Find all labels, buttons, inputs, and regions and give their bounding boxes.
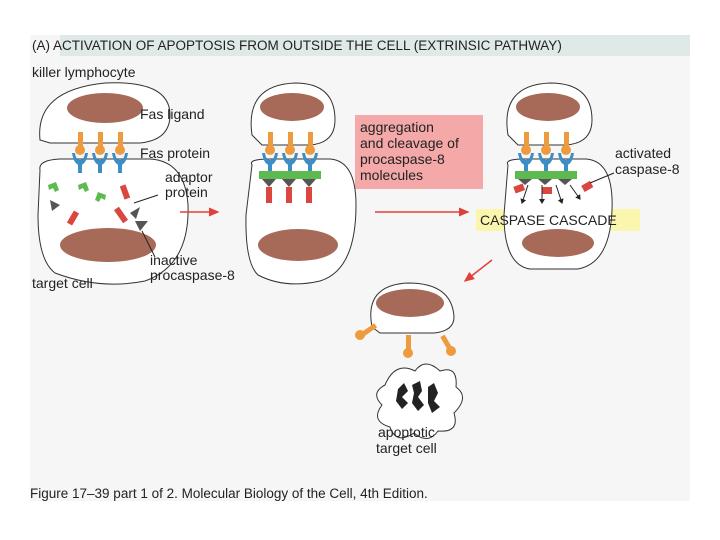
label-fas-protein: Fas protein [140,145,211,161]
fas-ligands-stage-1 [75,132,125,155]
label-apoptotic-target-cell: target cell [376,440,437,456]
label-protein: protein [165,184,208,200]
fas-proteins-stage-1 [72,153,128,173]
stage-1 [37,82,189,285]
label-killer-lymphocyte: killer lymphocyte [32,64,136,80]
label-fas-ligand: Fas ligand [140,106,205,122]
title-band [60,35,690,56]
arrow-stage-3-to-4 [463,259,493,282]
figure-caption: Figure 17–39 part 1 of 2. Molecular Biol… [30,486,428,501]
label-caspase-cascade: CASPASE CASCADE [480,212,617,228]
label-inactive: inactive [150,252,198,268]
activated-caspase-pointer [589,172,615,184]
label-target-cell: target cell [32,275,93,291]
diagram-artwork [37,82,615,439]
adaptor-pointer [133,194,159,204]
label-caspase-8: caspase-8 [615,161,680,177]
label-apoptotic: apoptotic [378,424,435,440]
label-procaspase-8: procaspase-8 [150,267,235,283]
label-aggregation: aggregation [360,119,434,135]
label-procaspase-8-molecules: procaspase-8 [360,151,445,167]
aggregation-highlight-box [355,115,483,189]
stage-3 [503,82,615,270]
label-adaptor: adaptor [165,169,213,185]
label-molecules: molecules [360,167,424,183]
label-and-cleavage-of: and cleavage of [360,135,459,151]
figure-title: (A) ACTIVATION OF APOPTOSIS FROM OUTSIDE… [32,38,562,53]
procaspase-pointer [141,230,156,258]
adaptor-proteins-stage-1 [48,182,106,202]
stage-2 [245,82,357,285]
lymphocyte-nucleus [67,93,143,123]
apoptosis-figure: (A) ACTIVATION OF APOPTOSIS FROM OUTSIDE… [30,35,690,501]
stage-4-apoptotic-cell [355,282,463,439]
label-activated: activated [615,145,672,161]
target-nucleus [60,228,156,262]
procaspase-stage-1 [50,184,148,231]
